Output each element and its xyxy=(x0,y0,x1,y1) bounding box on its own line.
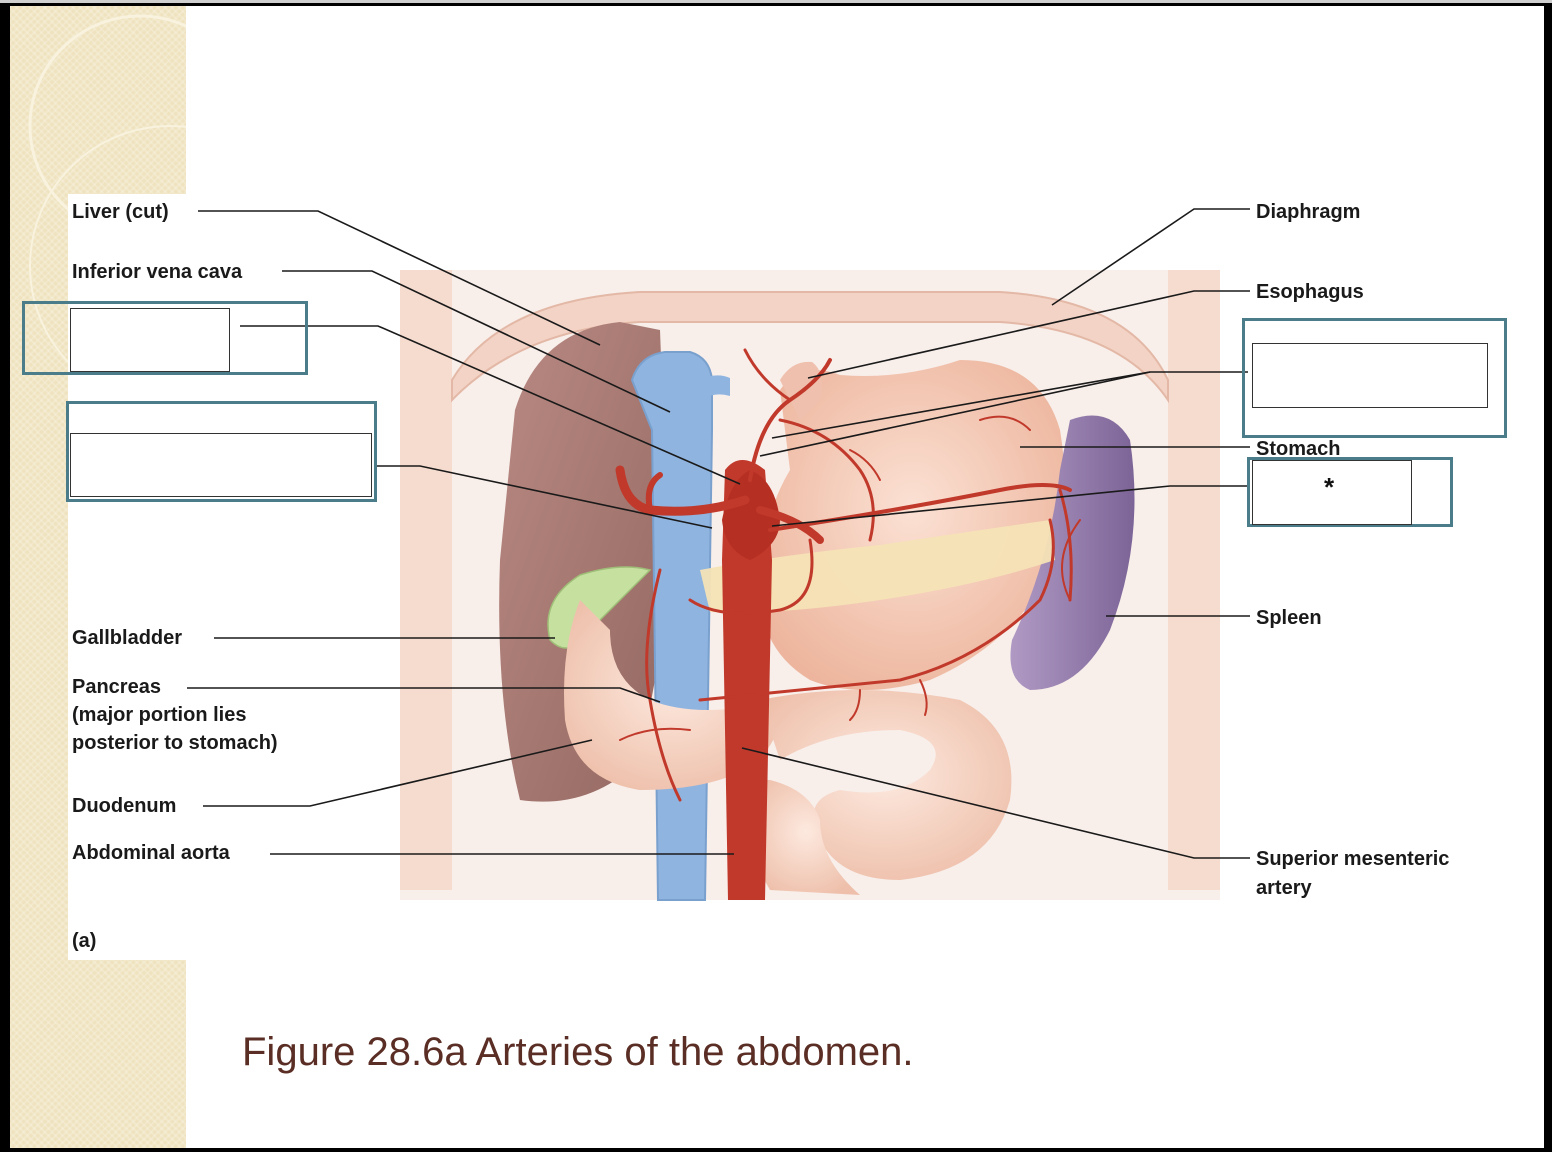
leader-liver xyxy=(198,210,601,346)
stomach xyxy=(760,360,1065,690)
label-pancreas-line-1: Pancreas xyxy=(72,676,161,698)
blank-frame-4 xyxy=(1247,457,1453,527)
diaphragm xyxy=(451,291,1169,404)
leader-duodenum xyxy=(203,739,593,807)
leader-sma xyxy=(741,747,1250,859)
leader-blank-3b xyxy=(759,371,1151,457)
label-spleen: Spleen xyxy=(1256,607,1322,629)
leader-blank-4 xyxy=(771,485,1250,527)
panel-label: (a) xyxy=(72,930,97,952)
leader-diaphragm xyxy=(1051,208,1250,306)
label-pancreas-line-3: posterior to stomach) xyxy=(72,732,278,754)
leader-ivc xyxy=(282,270,671,413)
intestines-lower xyxy=(752,780,860,895)
left-body-wall xyxy=(400,270,452,890)
label-pancreas-line-2: (major portion lies xyxy=(72,704,247,726)
blank-frame-3 xyxy=(1242,318,1507,438)
label-esophagus: Esophagus xyxy=(1256,281,1364,303)
ivc-branch xyxy=(700,375,730,398)
label-diaphragm: Diaphragm xyxy=(1256,201,1361,223)
celiac-trunk xyxy=(722,470,780,560)
leader-lines xyxy=(187,208,1250,859)
blank-frame-1 xyxy=(22,301,308,375)
intestines xyxy=(760,690,1012,880)
blank-answer-box-3[interactable] xyxy=(1252,343,1488,408)
label-stomach: Stomach xyxy=(1256,438,1341,460)
asterisk-marker: * xyxy=(1324,472,1335,502)
label-inferior-vena-cava: Inferior vena cava xyxy=(72,261,243,283)
liver xyxy=(499,322,670,802)
label-sma-line-2: artery xyxy=(1256,877,1312,899)
label-liver: Liver (cut) xyxy=(72,201,169,223)
blank-answer-box-1[interactable] xyxy=(70,308,230,372)
top-border xyxy=(0,0,1552,3)
blank-answer-box-2[interactable] xyxy=(70,433,372,497)
leader-blank-2 xyxy=(376,465,713,529)
label-sma-line-1: Superior mesenteric xyxy=(1256,848,1450,870)
label-duodenum: Duodenum xyxy=(72,795,177,817)
spleen xyxy=(1010,415,1135,690)
leader-pancreas xyxy=(187,687,661,703)
pancreas xyxy=(700,520,1055,613)
right-body-wall xyxy=(1168,270,1220,890)
blank-frame-2 xyxy=(66,401,377,502)
figure-caption: Figure 28.6a Arteries of the abdomen. xyxy=(242,1030,914,1074)
abdominal-aorta xyxy=(722,460,772,900)
leader-esophagus xyxy=(807,290,1250,379)
arterial-branches xyxy=(615,348,1081,803)
label-abdominal-aorta: Abdominal aorta xyxy=(72,842,230,864)
leader-blank-1 xyxy=(240,325,741,485)
blank-answer-box-4[interactable] xyxy=(1252,460,1412,525)
label-gallbladder: Gallbladder xyxy=(72,627,183,649)
